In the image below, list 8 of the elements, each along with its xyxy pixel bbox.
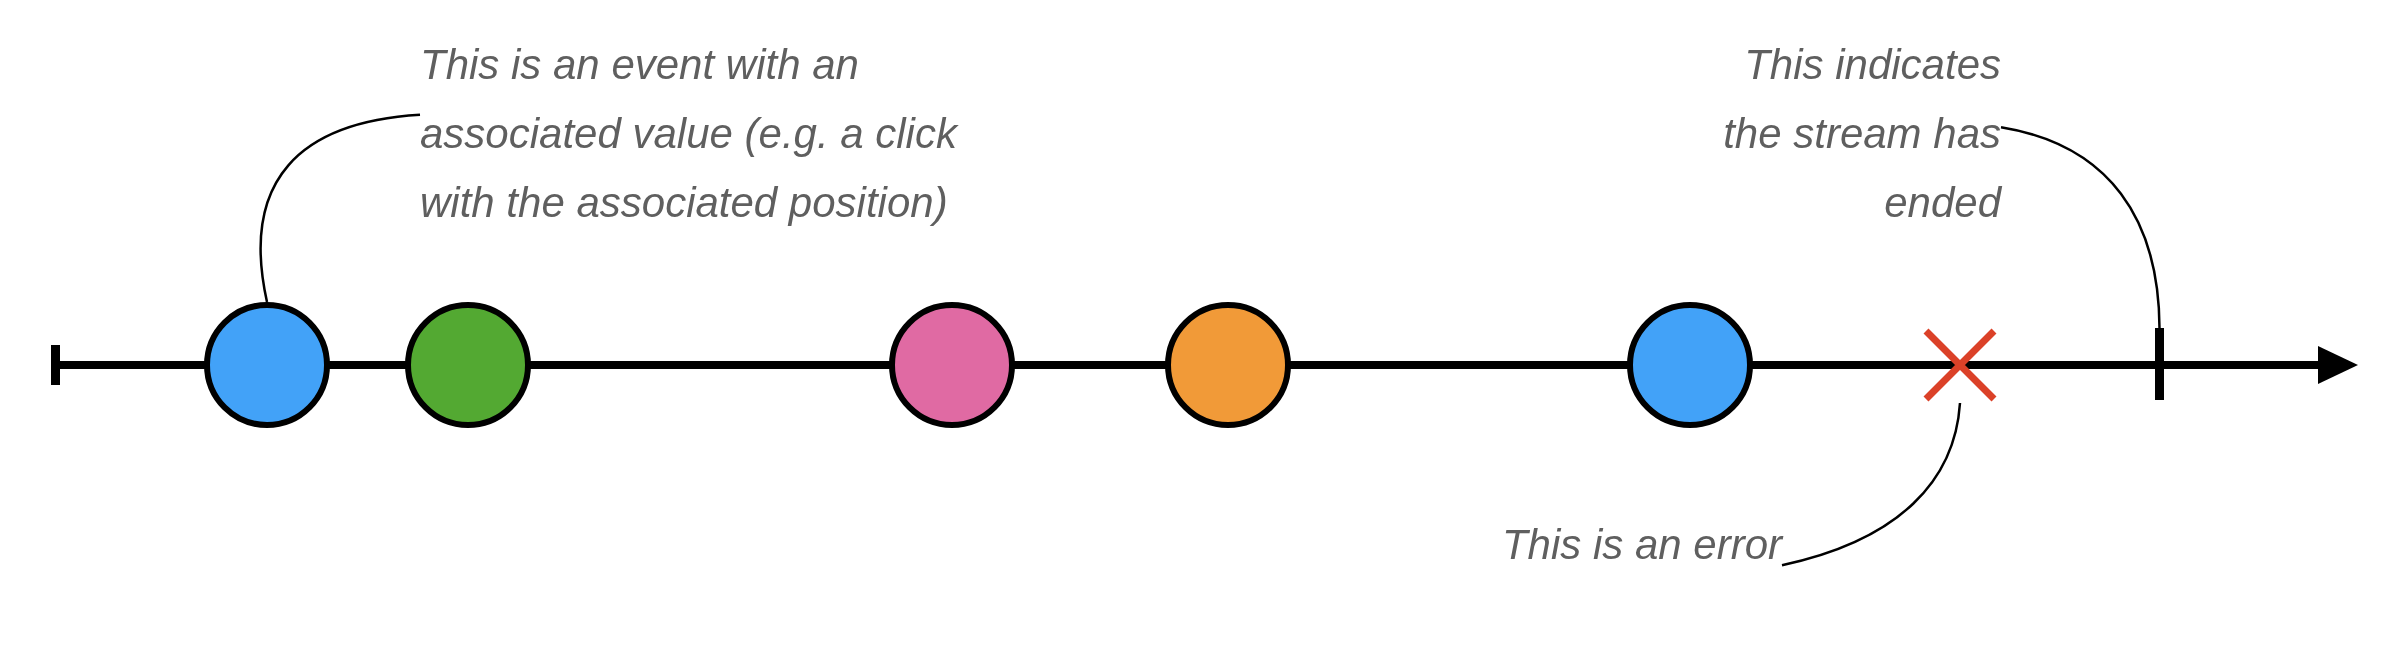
annotation-text: This is an error [1501, 521, 1782, 568]
completion-tick [2155, 328, 2164, 400]
leader-line [2000, 126, 2161, 329]
leader-line [259, 113, 421, 303]
leader-line [1781, 402, 1962, 567]
annotation-text: This indicates the stream has ended [1723, 41, 2001, 226]
error-cross [1922, 327, 1998, 403]
annotation-text: This is an event with an associated value (e.g. a click with the associated position) [420, 41, 957, 226]
